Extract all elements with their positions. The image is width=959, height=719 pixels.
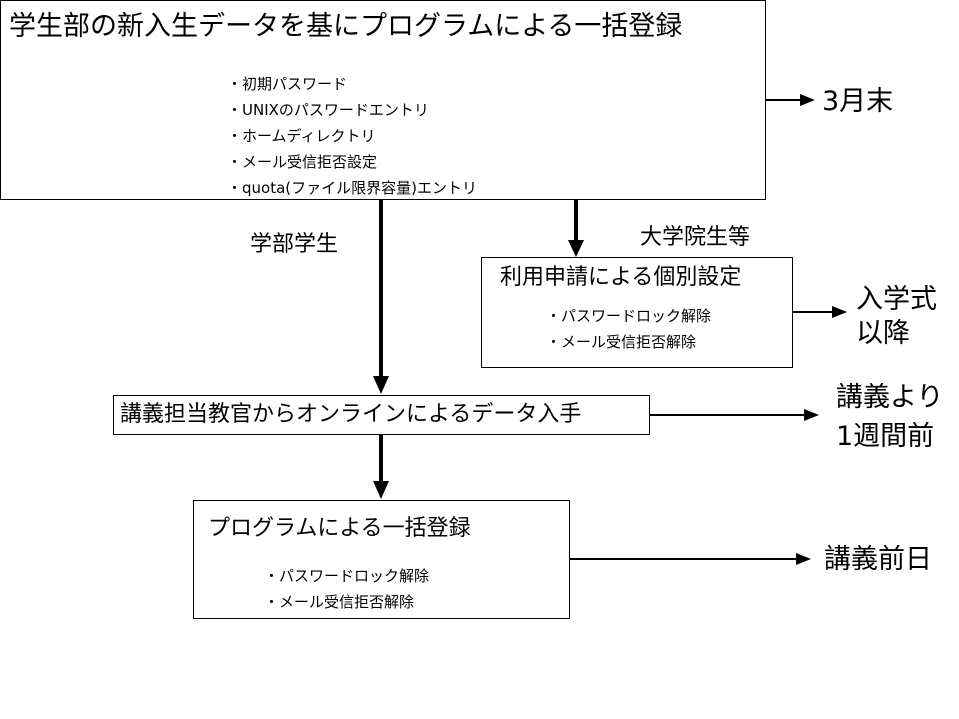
- timing-end-of-march: 3月末: [822, 86, 894, 117]
- initial-item-mail-reject: ・メール受信拒否設定: [227, 153, 378, 171]
- undergrad-label: 学部学生: [250, 232, 339, 257]
- bulk-registration-title: プログラムによる一括登録: [208, 516, 471, 541]
- initial-item-home-dir: ・ホームディレクトリ: [227, 127, 376, 145]
- timing-week-before-line1: 講義より: [836, 382, 944, 413]
- timing-after-entrance-line2: 以降: [856, 318, 910, 349]
- bulk-item-mail: ・メール受信拒否解除: [264, 593, 415, 611]
- arrow-to-week-before: [650, 409, 819, 421]
- individual-item-mail: ・メール受信拒否解除: [546, 333, 697, 351]
- arrow-grad-down: [568, 200, 584, 257]
- initial-registration-title: 学生部の新入生データを基にプログラムによる一括登録: [9, 11, 683, 42]
- timing-week-before-line2: 1週間前: [836, 421, 935, 452]
- arrow-online-to-bulk: [373, 435, 389, 499]
- arrow-undergrad-down: [373, 200, 389, 394]
- arrow-to-march: [766, 94, 815, 106]
- initial-item-quota: ・quota(ファイル限界容量)エントリ: [227, 179, 477, 197]
- grad-label: 大学院生等: [640, 225, 751, 250]
- bulk-registration-box: プログラムによる一括登録 ・パスワードロック解除 ・メール受信拒否解除: [193, 500, 570, 619]
- initial-item-password: ・初期パスワード: [227, 75, 348, 93]
- arrow-to-entrance: [793, 306, 847, 318]
- bulk-item-unlock: ・パスワードロック解除: [264, 567, 430, 585]
- online-data-box: 講義担当教官からオンラインによるデータ入手: [113, 395, 650, 435]
- timing-day-before: 講義前日: [824, 544, 932, 575]
- individual-item-unlock: ・パスワードロック解除: [546, 307, 712, 325]
- initial-item-unix-entry: ・UNIXのパスワードエントリ: [227, 101, 429, 119]
- arrow-to-day-before: [570, 553, 811, 565]
- individual-settings-title: 利用申請による個別設定: [500, 265, 742, 290]
- initial-registration-box: 学生部の新入生データを基にプログラムによる一括登録 ・初期パスワード ・UNIX…: [0, 0, 766, 200]
- online-data-title: 講義担当教官からオンラインによるデータ入手: [120, 402, 582, 427]
- individual-settings-box: 利用申請による個別設定 ・パスワードロック解除 ・メール受信拒否解除: [481, 257, 793, 368]
- timing-after-entrance-line1: 入学式: [856, 284, 937, 315]
